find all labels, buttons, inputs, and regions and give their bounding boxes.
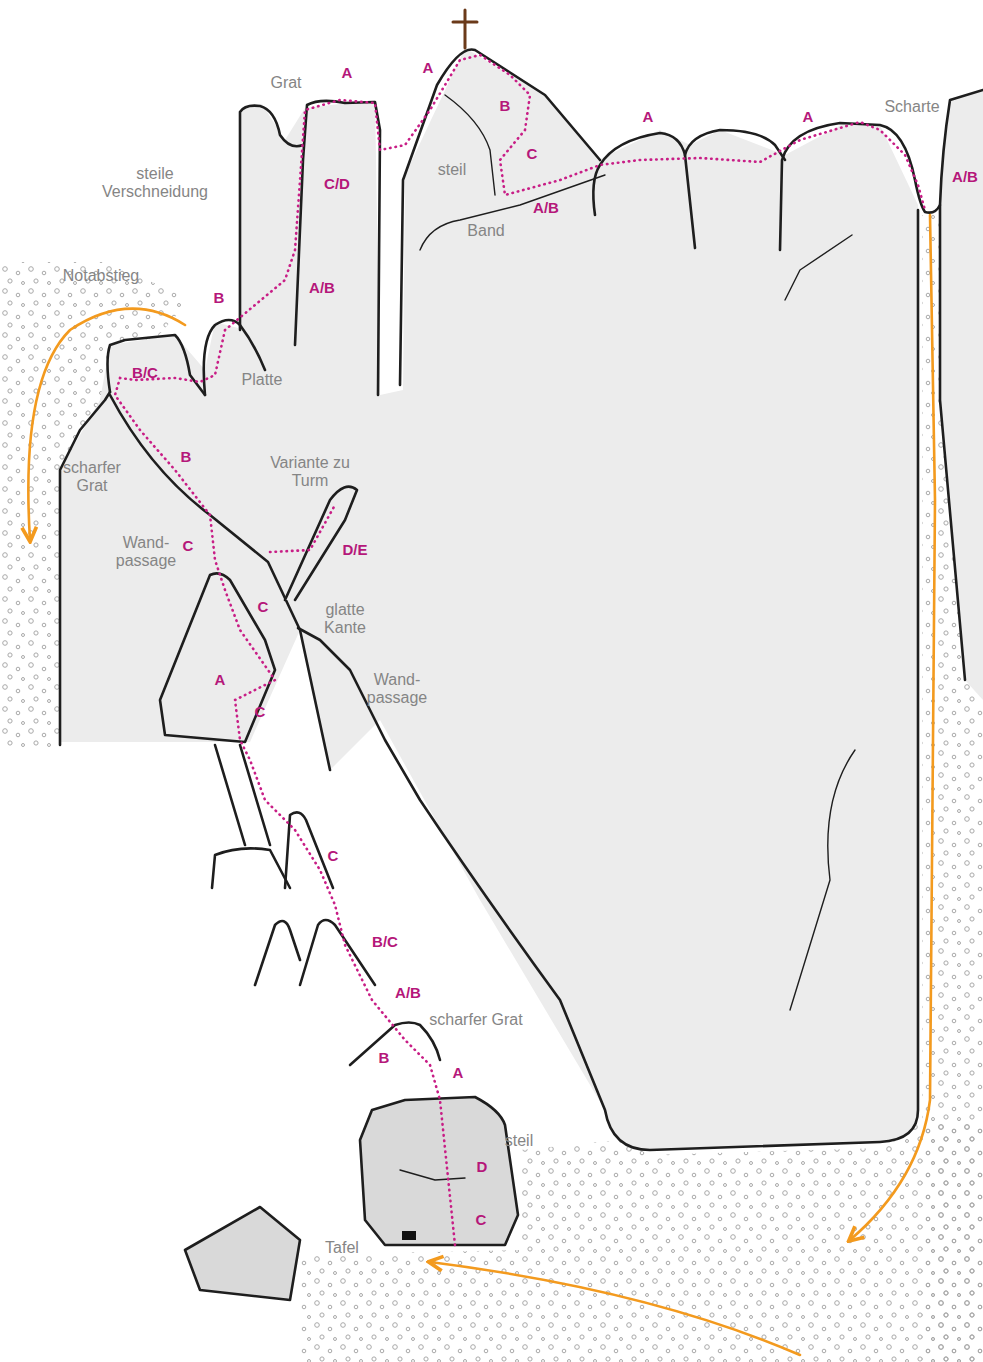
route-grade: C: [255, 703, 266, 720]
terrain-label: scharfer Grat: [429, 1011, 522, 1029]
terrain-label: Platte: [242, 371, 283, 389]
descents-path: [850, 215, 935, 1240]
rock-path: [300, 920, 375, 985]
rock-path: [360, 1097, 518, 1245]
terrain-label: Scharte: [884, 98, 939, 116]
terrain-label: Variante zu Turm: [260, 454, 360, 491]
route-grade: A: [342, 64, 353, 81]
cross-path: [453, 21, 477, 24]
rock-path: [785, 235, 852, 300]
rock-path: [108, 335, 206, 395]
route-grade: C: [527, 145, 538, 162]
route-grade: B: [214, 289, 225, 306]
route-grade: C: [258, 598, 269, 615]
rock-path: [298, 210, 918, 1150]
rock-path: [400, 1170, 465, 1180]
route-grade: A/B: [309, 279, 335, 296]
route-grade: C: [328, 847, 339, 864]
rock-path: [285, 812, 333, 888]
route-grade: A/B: [952, 168, 978, 185]
route-grade: B: [379, 1049, 390, 1066]
terrain-label: steil: [505, 1132, 533, 1150]
terrain-label: Tafel: [325, 1239, 359, 1257]
art-g: [115, 55, 925, 1245]
terrain-label: Wand- passage: [364, 671, 430, 708]
route-path: [115, 55, 925, 1245]
route-grade: B/C: [132, 364, 158, 381]
route-grade: A: [453, 1064, 464, 1081]
terrain-label: Wand- passage: [113, 534, 179, 571]
rock-path: [445, 95, 495, 195]
art-g: [60, 48, 983, 1300]
rock-path: [185, 1207, 300, 1300]
rock-path: [400, 49, 600, 385]
terrain-label: steil: [438, 161, 466, 179]
rock-path: [160, 573, 275, 742]
art-g: [28, 215, 935, 1355]
descents-path: [28, 309, 185, 540]
route-grade: B/C: [372, 933, 398, 950]
rock-path: [790, 750, 855, 1010]
route-grade: B: [181, 448, 192, 465]
route-grade: B: [500, 97, 511, 114]
route-path: [270, 505, 335, 552]
route-grade: A: [423, 59, 434, 76]
rock-path: [940, 205, 965, 680]
rock-path: [940, 90, 983, 700]
route-grade: C: [183, 537, 194, 554]
art-g: [453, 10, 477, 48]
route-grade: C: [476, 1211, 487, 1228]
terrain-label: Notabstieg: [63, 267, 140, 285]
rock-path: [60, 48, 918, 1150]
route-grade: A: [803, 108, 814, 125]
rock-path: [240, 106, 303, 330]
route-grade: D/E: [342, 541, 367, 558]
rock-path: [60, 392, 110, 745]
terrain-label: Band: [467, 222, 504, 240]
route-grade: C/D: [324, 175, 350, 192]
route-grade: A/B: [395, 984, 421, 1001]
rock-path: [215, 745, 270, 845]
route-grade: A/B: [533, 199, 559, 216]
terrain-label: scharfer Grat: [57, 459, 127, 496]
rock-path: [780, 90, 983, 250]
rock-path: [255, 921, 300, 985]
rock-path: [295, 101, 380, 395]
art-rect: [402, 1231, 416, 1240]
cross-path: [464, 10, 467, 48]
rock-path: [212, 848, 290, 888]
route-grade: D: [477, 1158, 488, 1175]
route-grade: A: [643, 108, 654, 125]
terrain-label: steile Verschneidung: [95, 165, 215, 202]
terrain-label: Grat: [270, 74, 301, 92]
terrain-label: glatte Kante: [315, 601, 375, 638]
rock-path: [420, 175, 605, 250]
rock-path: [593, 133, 695, 248]
route-grade: A: [215, 671, 226, 688]
descents-path: [430, 1262, 800, 1355]
